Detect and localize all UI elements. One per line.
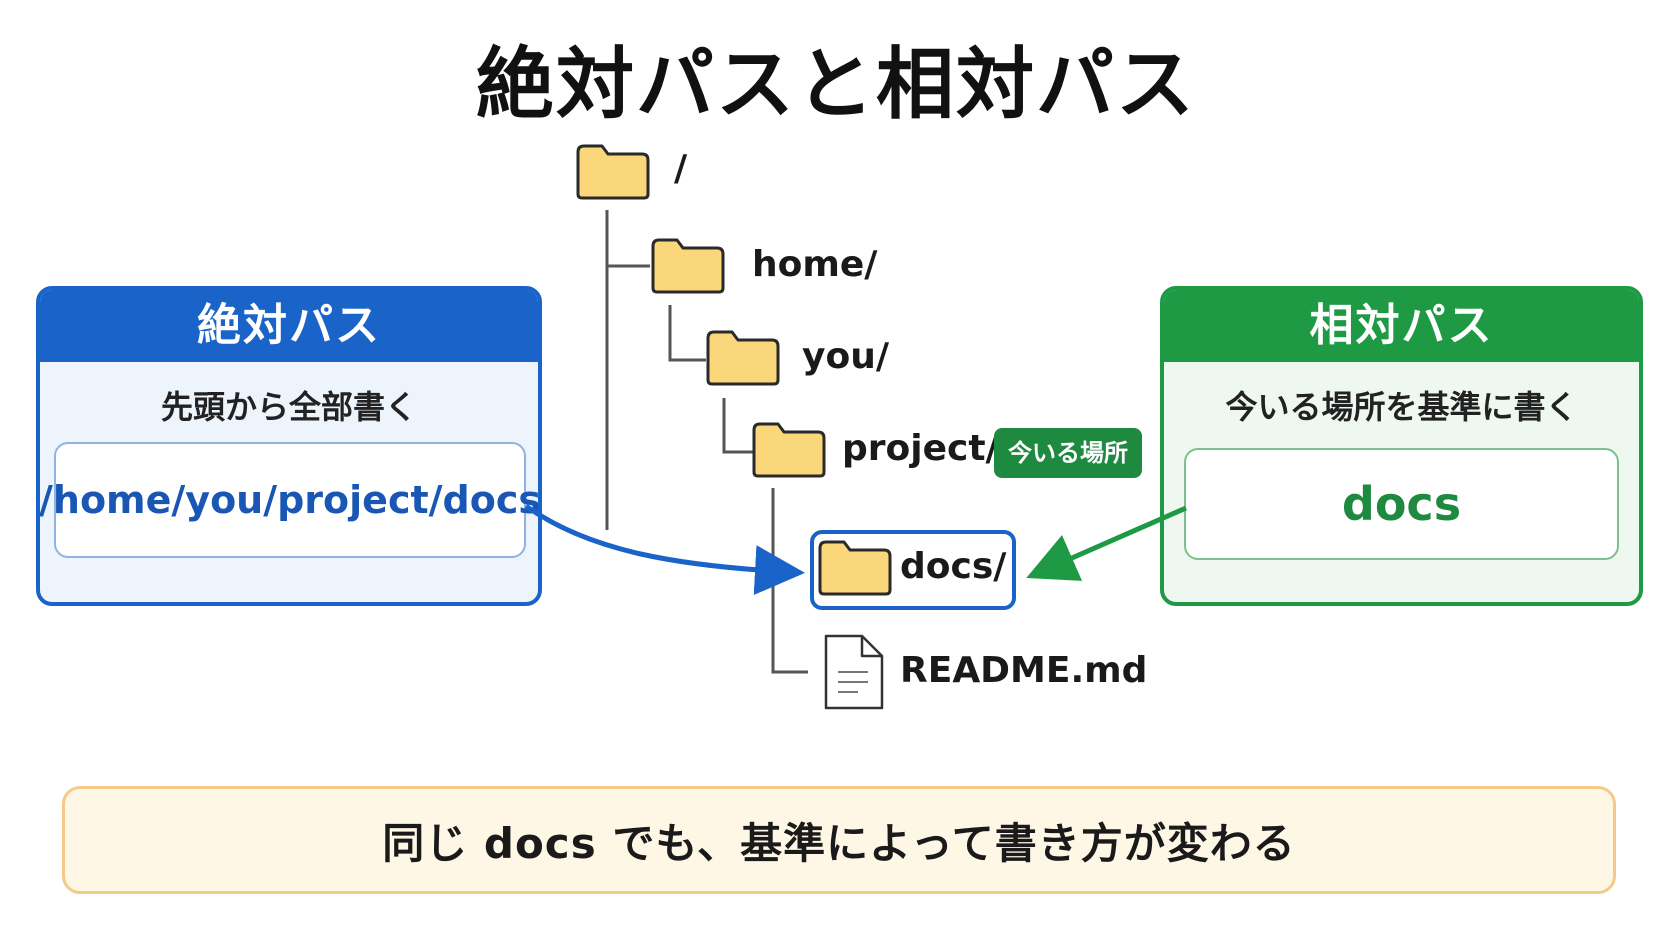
project-folder-icon	[752, 422, 826, 478]
root-folder-icon	[576, 144, 650, 200]
you-folder-icon	[706, 330, 780, 386]
relative-path-panel: 相対パス 今いる場所を基準に書く docs	[1160, 286, 1643, 606]
relative-path-description: 今いる場所を基準に書く	[1225, 388, 1578, 426]
relative-path-value: docs	[1184, 448, 1619, 560]
readme-file-icon	[824, 634, 884, 710]
tree-connectors	[605, 210, 808, 674]
footer-note: 同じ docs でも、基準によって書き方が変わる	[62, 786, 1616, 894]
absolute-arrow	[524, 503, 805, 596]
tree-root-label: /	[674, 148, 688, 189]
page-title: 絶対パスと相対パス	[475, 40, 1196, 130]
docs-highlight-frame	[810, 530, 1016, 610]
tree-you-label: you/	[802, 336, 889, 377]
tree-docs-label: docs/	[900, 546, 1007, 587]
absolute-path-value: /home/you/project/docs	[40, 442, 538, 558]
relative-arrow	[1026, 505, 1188, 581]
absolute-path-panel: 絶対パス 先頭から全部書く /home/you/project/docs	[36, 286, 542, 606]
tree-project-label: project/	[842, 428, 999, 469]
absolute-path-heading: 絶対パス	[40, 290, 538, 362]
absolute-path-description: 先頭から全部書く	[160, 388, 417, 426]
current-location-badge: 今いる場所	[994, 428, 1142, 478]
home-folder-icon	[651, 238, 725, 294]
relative-path-heading: 相対パス	[1164, 290, 1639, 362]
tree-home-label: home/	[752, 244, 878, 285]
tree-readme-label: README.md	[900, 650, 1148, 691]
